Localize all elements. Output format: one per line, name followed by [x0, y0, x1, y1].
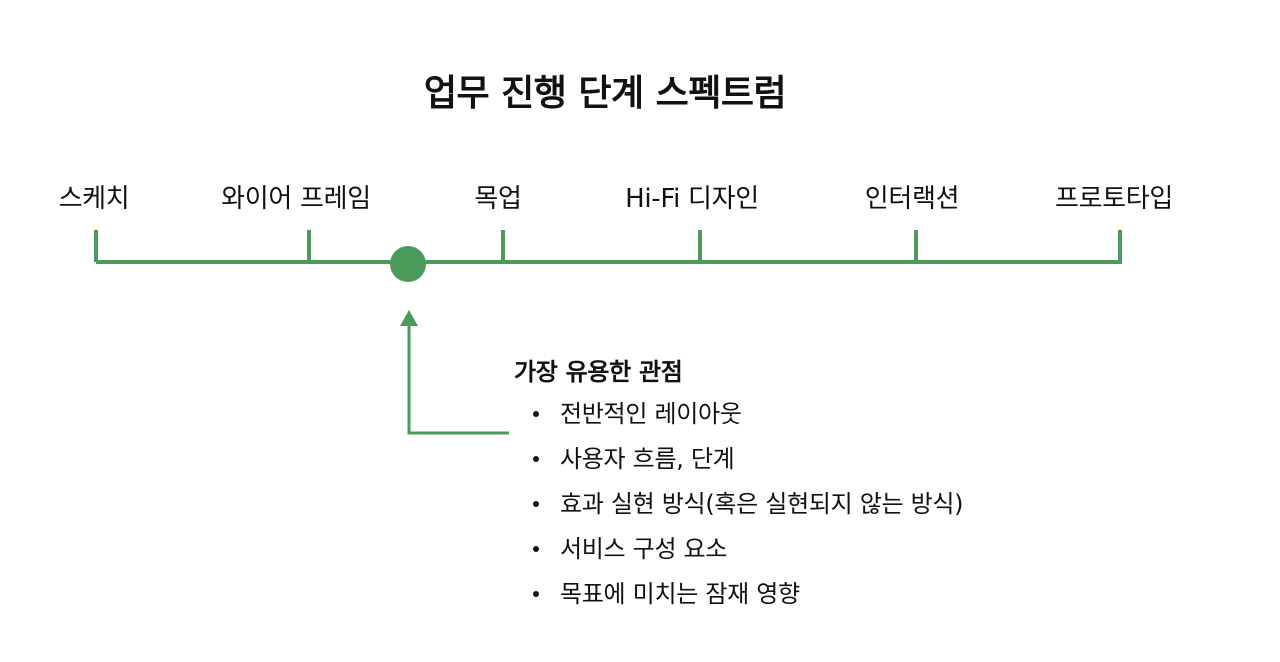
list-item-text: 목표에 미치는 잠재 영향 [560, 580, 800, 608]
info-list: 전반적인 레이아웃 사용자 흐름, 단계 효과 실현 방식(혹은 실현되지 않는… [514, 399, 964, 624]
stage-label-wireframe: 와이어 프레임 [221, 184, 371, 214]
bullet-icon [533, 411, 539, 417]
diagram-title: 업무 진행 단계 스펙트럼 [423, 73, 787, 114]
stage-label-sketch: 스케치 [58, 184, 130, 214]
list-item: 목표에 미치는 잠재 영향 [514, 579, 963, 624]
list-item: 사용자 흐름, 단계 [514, 444, 963, 489]
bullet-icon [533, 591, 539, 597]
info-heading: 가장 유용한 관점 [514, 358, 683, 386]
bullet-icon [533, 501, 539, 507]
list-item-text: 효과 실현 방식(혹은 실현되지 않는 방식) [560, 490, 964, 518]
list-item: 전반적인 레이아웃 [514, 399, 963, 444]
stage-label-prototype: 프로토타입 [1054, 184, 1174, 214]
bullet-icon [533, 456, 539, 462]
position-marker [390, 246, 426, 282]
list-item: 효과 실현 방식(혹은 실현되지 않는 방식) [514, 489, 964, 534]
stage-label-hifi: Hi-Fi 디자인 [625, 184, 759, 214]
list-item-text: 서비스 구성 요소 [560, 535, 728, 563]
info-panel: 가장 유용한 관점 전반적인 레이아웃 사용자 흐름, 단계 효과 실현 방식(… [514, 352, 964, 624]
list-item-text: 전반적인 레이아웃 [560, 400, 742, 428]
bullet-icon [533, 546, 539, 552]
list-item-text: 사용자 흐름, 단계 [560, 445, 735, 473]
pointer-arrowhead [400, 310, 418, 326]
list-item: 서비스 구성 요소 [514, 534, 963, 579]
stage-label-interaction: 인터랙션 [864, 184, 960, 214]
pointer-arrow-line [407, 322, 509, 435]
stage-label-mockup: 목업 [474, 184, 522, 214]
